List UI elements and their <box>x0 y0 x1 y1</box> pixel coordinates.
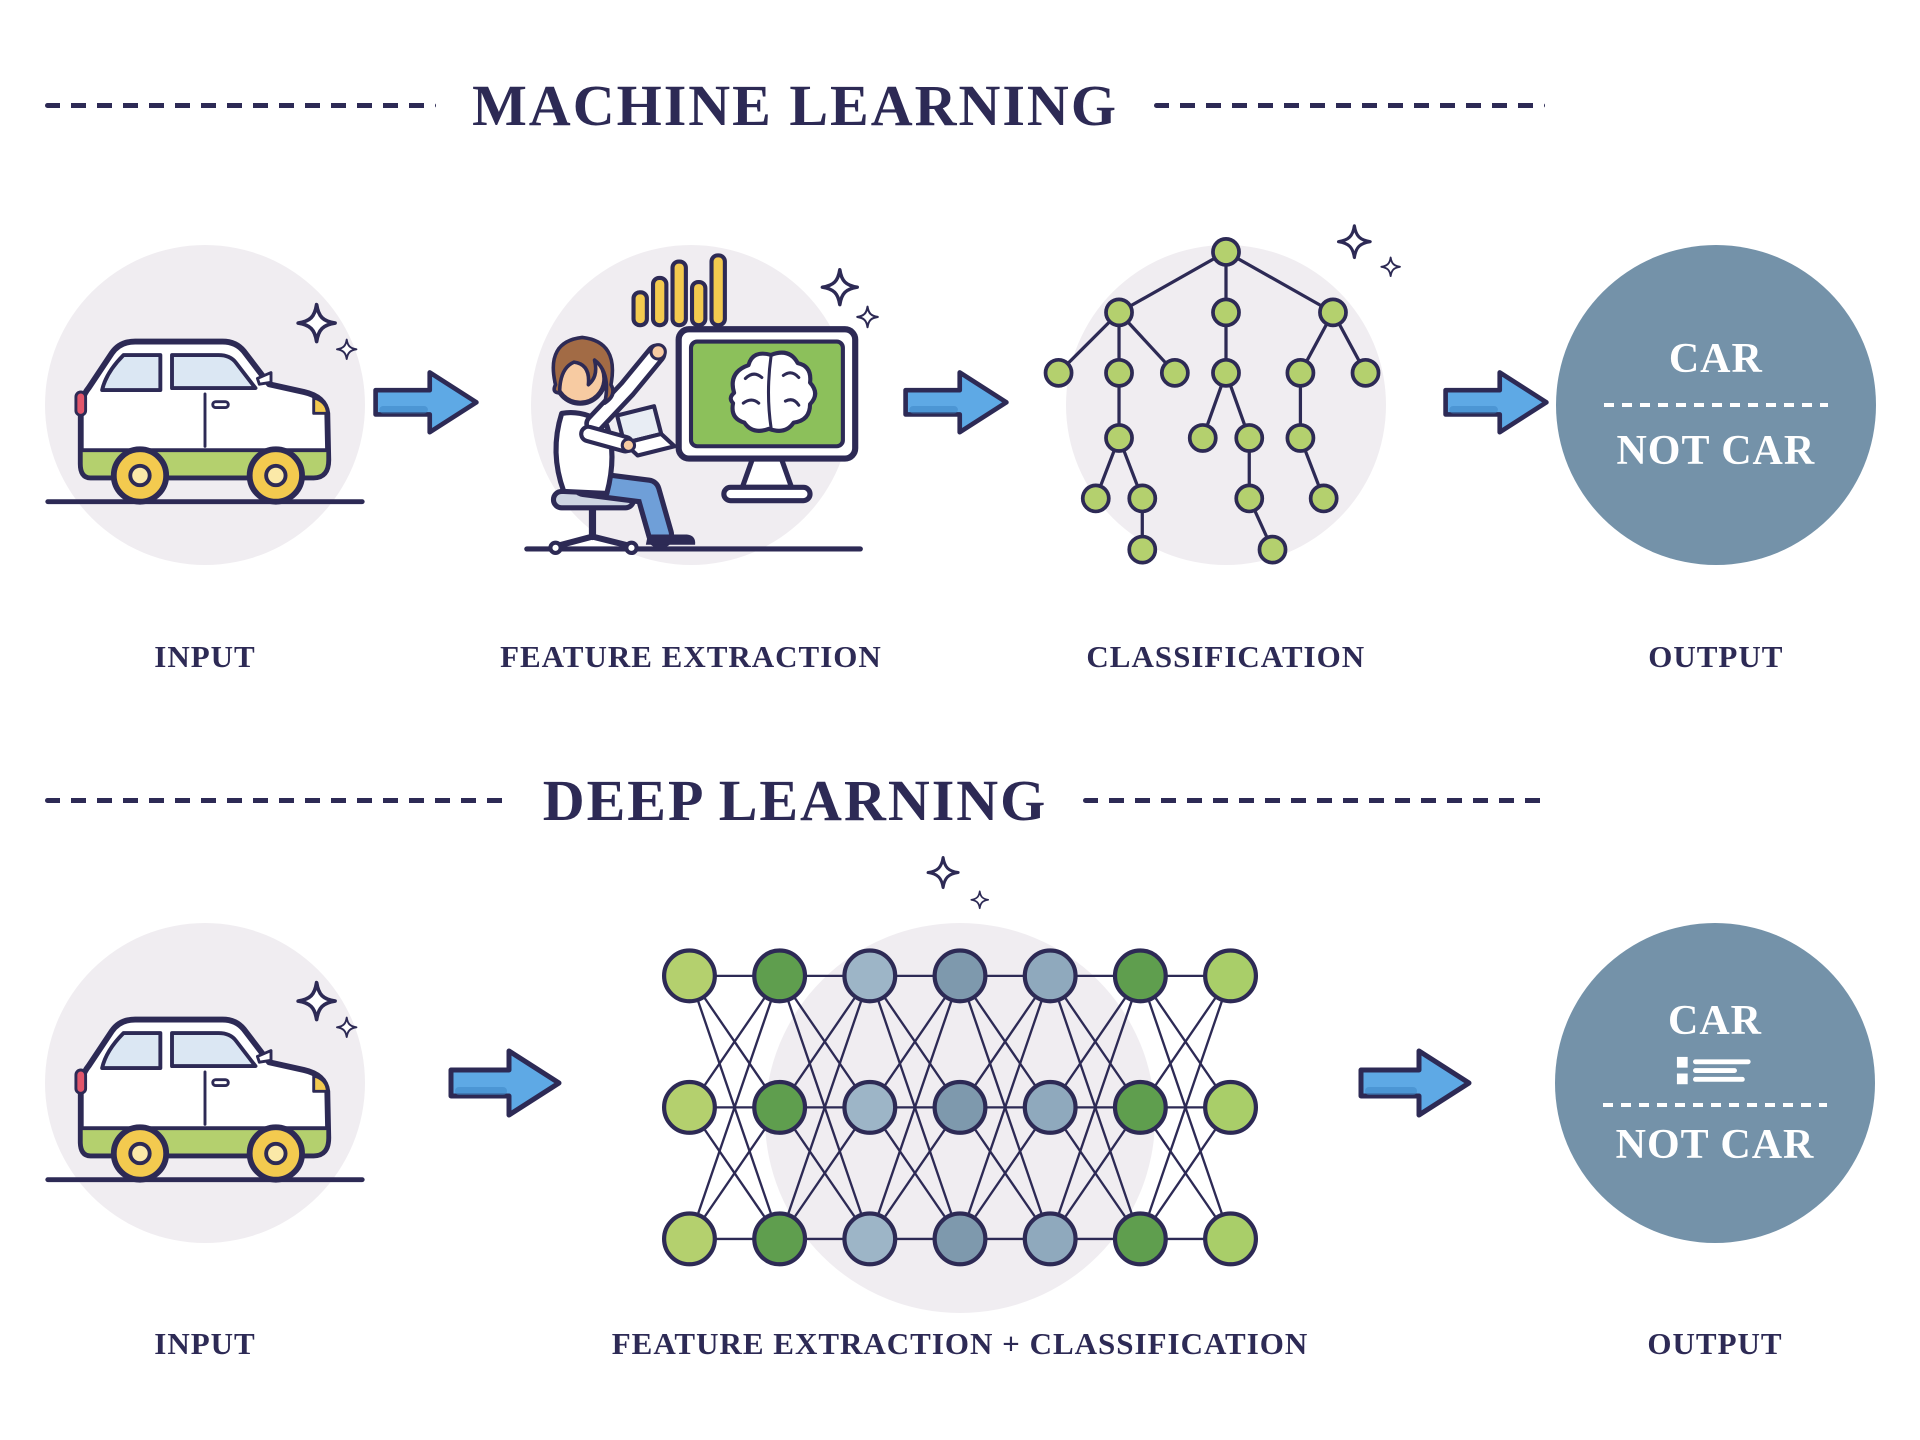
flow-arrow-3 <box>1440 365 1552 440</box>
machine-learning-title-row: MACHINE LEARNING <box>45 72 1545 139</box>
output-divider <box>1603 1102 1827 1107</box>
monitor-stand <box>739 455 795 490</box>
car-illustration <box>40 858 370 1308</box>
sparkle-icon <box>926 856 960 890</box>
decision-tree-illustration <box>1012 205 1440 605</box>
sparkle-icon <box>336 338 358 361</box>
stage-ml-feature-extraction: FEATURE EXTRACTION <box>482 205 900 675</box>
arrow-right-icon <box>448 1048 562 1118</box>
output-negative-label: NOT CAR <box>1615 1121 1815 1168</box>
analyst-at-computer-illustration <box>482 205 900 605</box>
output-illustration: CAR NOT CAR <box>1550 858 1880 1308</box>
sparkle-icon <box>1336 223 1372 259</box>
car-window-rear <box>100 1031 163 1071</box>
car-mirror <box>255 1049 273 1065</box>
laptop-base <box>622 431 677 458</box>
stage-dl-feature-extraction-classification: FEATURE EXTRACTION + CLASSIFICATION <box>612 856 1307 1362</box>
car-wheel-front <box>246 446 305 505</box>
analyst-person <box>551 335 696 549</box>
output-illustration: CAR NOT CAR <box>1552 205 1880 605</box>
neural-network-illustration <box>640 856 1280 1313</box>
shoe <box>645 534 696 545</box>
machine-learning-flow: INPUT <box>0 205 1920 675</box>
sparkle-icon <box>856 305 879 329</box>
stage-dl-output: CAR NOT CAR OUTPUT <box>1550 858 1880 1362</box>
sparkle-icon <box>970 890 990 910</box>
stage-label-input: INPUT <box>154 1326 256 1361</box>
monitor-base <box>721 484 813 504</box>
stage-ml-input: INPUT <box>40 205 370 675</box>
output-divider <box>1603 403 1828 407</box>
hand <box>620 437 637 453</box>
car-window-front <box>170 1031 258 1069</box>
output-positive-label: CAR <box>1668 336 1763 382</box>
car-icon <box>45 303 365 505</box>
bar-chart-icon <box>631 253 727 328</box>
flow-arrow-5 <box>1355 1043 1475 1123</box>
output-negative-label: NOT CAR <box>1616 428 1816 474</box>
car-mirror <box>255 371 273 387</box>
stage-label-output: OUTPUT <box>1647 1326 1783 1361</box>
car-wheel-rear <box>110 1124 170 1183</box>
stage-label-feature-extraction-classification: FEATURE EXTRACTION + CLASSIFICATION <box>611 1326 1309 1361</box>
car-door-handle <box>211 1078 230 1088</box>
arrow-right-icon <box>1442 370 1549 435</box>
sparkle-icon <box>296 981 337 1022</box>
title-dash-left <box>45 798 507 803</box>
sparkle-icon <box>296 303 337 344</box>
flow-arrow-4 <box>445 1043 565 1123</box>
output-result-circle: CAR NOT CAR <box>1555 923 1875 1243</box>
car-wheel-rear <box>110 446 170 505</box>
car-window-front <box>170 353 258 391</box>
neural-network-svg <box>661 856 1259 1267</box>
arrow-right-icon <box>903 370 1009 435</box>
office-chair <box>548 488 639 555</box>
car-icon <box>45 981 365 1183</box>
stage-dl-input: INPUT <box>40 858 370 1362</box>
sparkle-icon <box>1380 256 1401 277</box>
hand <box>649 342 667 361</box>
sparkle-icon <box>336 1016 358 1039</box>
arrow-right-icon <box>1358 1048 1472 1118</box>
deep-learning-title: DEEP LEARNING <box>542 768 1048 833</box>
stage-label-feature-extraction: FEATURE EXTRACTION <box>500 639 882 674</box>
stage-ml-classification: CLASSIFICATION <box>1012 205 1440 675</box>
output-positive-label: CAR <box>1668 998 1762 1045</box>
stage-label-output: OUTPUT <box>1648 639 1784 674</box>
car-taillight <box>74 390 88 418</box>
analyst-at-computer-icon <box>524 253 879 555</box>
title-dash-right <box>1153 103 1545 108</box>
car-illustration <box>40 205 370 605</box>
sparkle-icon <box>820 267 859 307</box>
network-layer <box>661 948 1259 1267</box>
tree-layer <box>1043 236 1381 565</box>
deep-learning-title-row: DEEP LEARNING <box>45 767 1545 834</box>
car-wheel-front <box>246 1124 305 1183</box>
car-window-rear <box>100 353 163 393</box>
brain-icon <box>728 350 818 433</box>
decision-tree-svg <box>1043 223 1401 565</box>
stage-ml-output: CAR NOT CAR OUTPUT <box>1552 205 1880 675</box>
machine-learning-title: MACHINE LEARNING <box>472 73 1118 138</box>
output-result-circle: CAR NOT CAR <box>1555 245 1876 565</box>
hair <box>551 335 615 405</box>
car-headlight <box>312 1074 329 1094</box>
deep-learning-flow: INPUT FEATURE EXTRACTION <box>0 856 1920 1362</box>
car-door-handle <box>211 400 230 410</box>
arrow-right-icon <box>373 370 479 435</box>
flow-arrow-1 <box>370 365 482 440</box>
stage-label-input: INPUT <box>154 639 256 674</box>
car-headlight <box>312 396 329 416</box>
title-dash-right <box>1083 798 1545 803</box>
stage-label-classification: CLASSIFICATION <box>1086 639 1366 674</box>
car-taillight <box>74 1068 88 1096</box>
flow-arrow-2 <box>900 365 1012 440</box>
title-dash-left <box>45 103 437 108</box>
deep-learning-section: DEEP LEARNING <box>0 675 1920 1362</box>
list-icon <box>1676 1057 1751 1085</box>
machine-learning-section: MACHINE LEARNING <box>0 0 1920 675</box>
